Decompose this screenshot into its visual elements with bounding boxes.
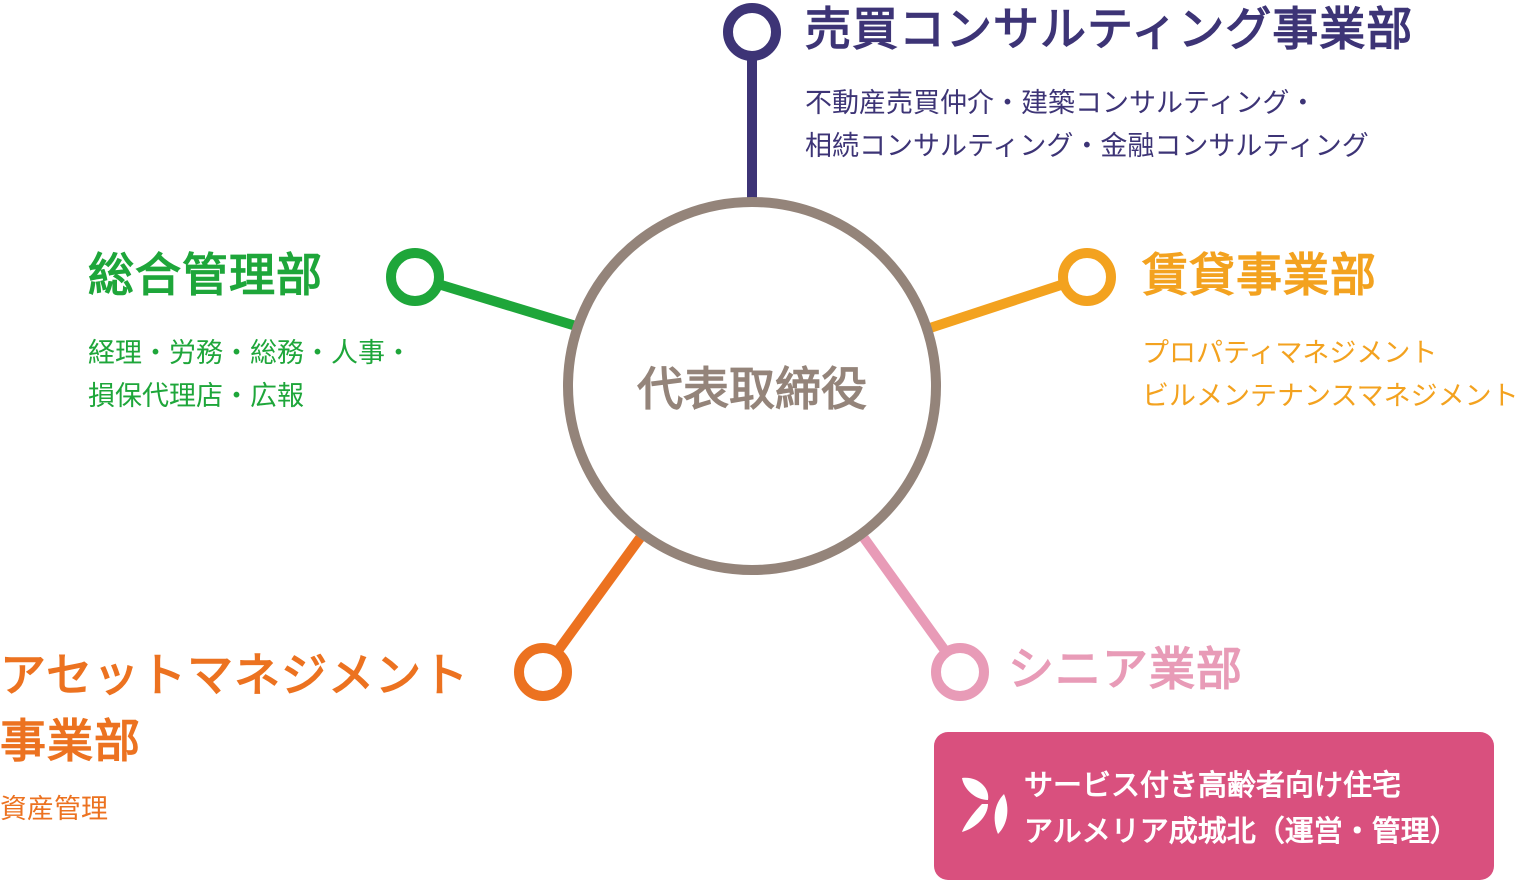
desc-line: プロパティマネジメント [1142,338,1438,369]
sales-dept-title: 売買コンサルティング事業部 [805,2,1414,56]
center-circle [563,197,941,575]
connector-general [436,279,578,331]
facility-line: アルメリア成城北（運営・管理） [1024,814,1459,848]
node-asset [514,643,572,701]
general-dept-title: 総合管理部 [88,248,323,302]
leaf-logo-icon [962,777,1008,834]
desc-line: 不動産売買仲介・建築コンサルティング・ [805,88,1317,119]
desc-line: 損保代理店・広報 [88,381,304,412]
connector-asset [552,535,645,655]
title-line: アセットマネジメント [0,648,470,702]
desc-line: ビルメンテナンスマネジメント [1142,381,1519,412]
desc-line: 経理・労務・総務・人事・ [88,338,412,369]
node-sales [723,3,781,61]
rental-dept-title: 賃貸事業部 [1142,248,1377,302]
facility-line: サービス付き高齢者向け住宅 [1024,768,1402,802]
connector-rental [928,279,1066,333]
node-rental [1058,248,1116,306]
node-senior [931,643,989,701]
senior-dept-title: シニア業部 [1008,642,1243,696]
node-general [386,248,444,306]
general-dept-desc: 経理・労務・総務・人事・ 損保代理店・広報 [88,332,412,418]
desc-line: 相続コンサルティング・金融コンサルティング [805,131,1369,162]
title-line: 事業部 [0,714,141,768]
connector-senior [859,535,951,655]
sales-dept-desc: 不動産売買仲介・建築コンサルティング・ 相続コンサルティング・金融コンサルティン… [805,82,1369,168]
center-label: 代表取締役 [637,362,867,416]
senior-facility-box: サービス付き高齢者向け住宅 アルメリア成城北（運営・管理） [934,732,1494,880]
rental-dept-desc: プロパティマネジメント ビルメンテナンスマネジメント [1142,332,1519,418]
asset-dept-desc: 資産管理 [0,794,108,825]
asset-dept-title: アセットマネジメント 事業部 [0,642,469,774]
